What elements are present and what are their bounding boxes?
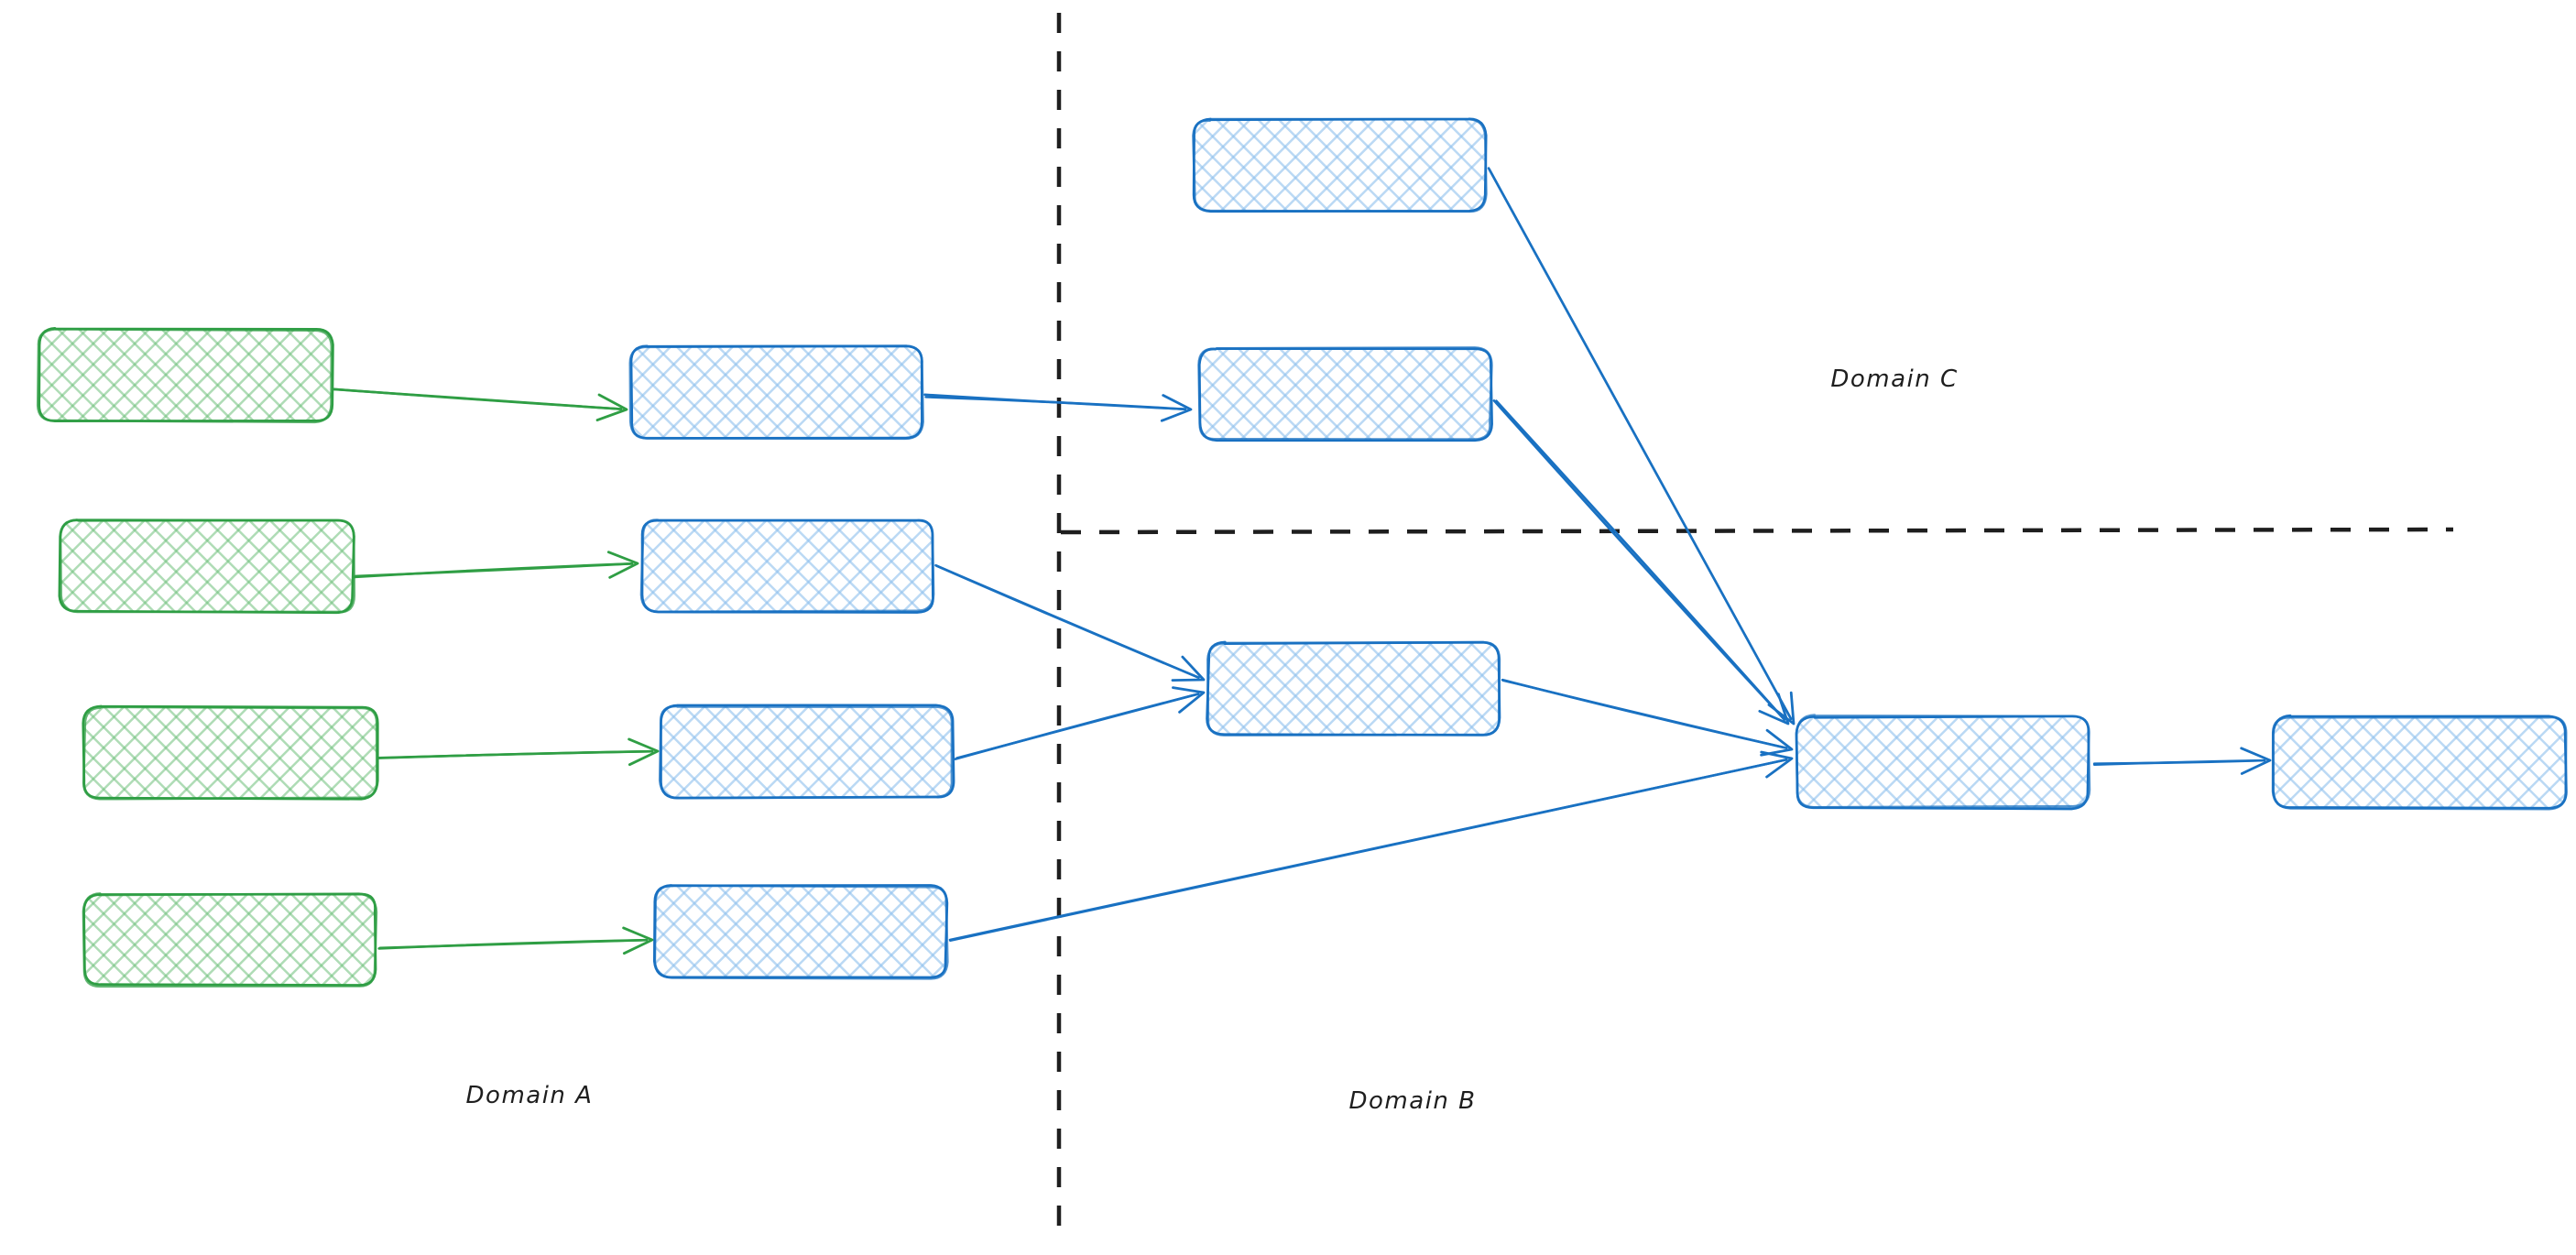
label-domain-c: Domain C xyxy=(1830,366,1958,393)
label-domain-b: Domain B xyxy=(1349,1087,1477,1115)
edge-blue-b2-to-blue-out xyxy=(1492,399,1790,726)
node-green-4[interactable] xyxy=(82,892,378,988)
edge-blue-b3-to-blue-out xyxy=(1501,678,1794,757)
label-layer: Domain A Domain B Domain C xyxy=(466,366,1958,1115)
node-blue-b3[interactable] xyxy=(1206,640,1501,737)
edge-blue-a4-to-blue-out xyxy=(948,750,1794,942)
label-domain-a: Domain A xyxy=(466,1082,594,1109)
node-blue-b2[interactable] xyxy=(1197,346,1493,442)
edge-blue-a3-to-blue-b3 xyxy=(954,686,1206,760)
edge-green-2-to-blue-a2 xyxy=(353,551,639,579)
node-green-3[interactable] xyxy=(82,704,379,801)
edge-green-3-to-blue-a3 xyxy=(377,737,660,767)
edge-blue-out-to-blue-end xyxy=(2092,747,2272,775)
node-green-2[interactable] xyxy=(58,518,356,615)
node-blue-a1[interactable] xyxy=(628,344,924,441)
node-blue-a4[interactable] xyxy=(652,884,949,980)
edge-blue-a2-to-blue-b3 xyxy=(934,563,1206,682)
node-blue-out[interactable] xyxy=(1795,714,2091,811)
node-blue-a3[interactable] xyxy=(658,704,955,800)
edge-blue-a1-to-blue-b2 xyxy=(923,393,1193,422)
horizontal-divider xyxy=(1060,527,2454,535)
node-blue-a2[interactable] xyxy=(639,518,935,614)
edge-layer xyxy=(329,167,2272,955)
node-blue-b1[interactable] xyxy=(1192,117,1488,213)
node-blue-end[interactable] xyxy=(2271,714,2568,811)
edge-green-4-to-blue-a4 xyxy=(377,926,654,955)
edge-green-1-to-blue-a1 xyxy=(329,387,628,422)
node-layer xyxy=(36,117,2568,988)
node-green-1[interactable] xyxy=(36,327,334,424)
divider-layer xyxy=(1056,13,2454,1242)
